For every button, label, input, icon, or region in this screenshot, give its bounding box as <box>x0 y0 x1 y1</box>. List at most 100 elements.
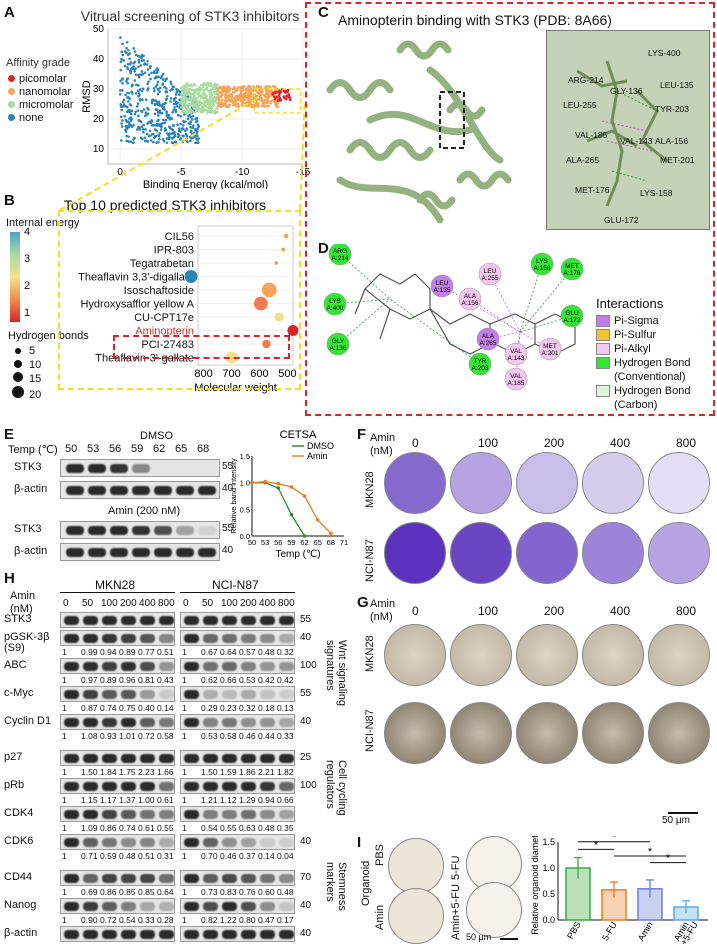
quant-value: 0.23 <box>220 703 237 713</box>
blot-band <box>64 782 79 791</box>
quant-value: 0.61 <box>138 823 155 833</box>
residue-label: MET-176 <box>575 185 610 195</box>
scatter-point <box>176 135 180 139</box>
scatter-point <box>185 108 189 112</box>
scatter-point <box>214 90 218 94</box>
scatter-point <box>183 99 186 103</box>
quant-value: 0.59 <box>100 851 117 861</box>
scatter-point <box>228 103 232 107</box>
panel-a-label: A <box>4 4 15 21</box>
scatter-point <box>146 82 149 86</box>
scatter-point <box>134 53 138 57</box>
dose-label: 0 <box>412 436 419 450</box>
scatter-point <box>150 98 154 102</box>
mw-label: 55 <box>300 688 312 699</box>
panel-g-amin-label: Amin (nM) <box>370 598 396 623</box>
scatter-point <box>157 133 160 137</box>
blot-band <box>102 930 117 939</box>
blot-band <box>64 662 79 671</box>
scatter-point <box>139 64 143 67</box>
blot-band <box>241 690 256 699</box>
blot-band <box>241 754 256 763</box>
scatter-point <box>252 85 255 88</box>
protein-label: c-Myc <box>4 687 34 699</box>
scatter-point <box>244 88 247 91</box>
blot-band <box>184 690 199 699</box>
scatter-point <box>120 139 123 142</box>
protein-label: CD44 <box>4 871 33 883</box>
scatter-point <box>132 65 135 68</box>
quant-value: 1 <box>182 851 187 861</box>
scatter-point <box>156 108 159 112</box>
blot-band <box>102 838 117 847</box>
dose-label: 200 <box>120 598 137 609</box>
quant-value: 0.94 <box>100 647 117 657</box>
blot-row <box>60 612 175 628</box>
panel-a-title: Vitrual screening of STK3 inhibitors <box>80 8 300 24</box>
quant-value: 1.15 <box>81 795 98 805</box>
scatter-point <box>152 132 155 136</box>
scatter-point <box>171 141 175 145</box>
scatter-point <box>273 91 277 95</box>
blot-band <box>121 754 136 763</box>
panel-b-title: Top 10 predicted STK3 inhibitors <box>63 197 267 213</box>
scatter-point <box>146 59 149 63</box>
scatter-point <box>127 135 130 138</box>
scatter-point <box>288 98 292 102</box>
blot-band <box>260 782 275 791</box>
scatter-point <box>210 106 213 110</box>
scatter-point <box>121 100 125 104</box>
scatter-point <box>129 112 133 116</box>
scatter-point <box>288 96 292 99</box>
scatter-point <box>137 65 140 69</box>
scatter-point <box>189 130 193 134</box>
blot-band <box>83 754 98 763</box>
x-tick-label: 800 <box>194 368 212 380</box>
scatter-point <box>208 103 211 107</box>
blot-band <box>64 838 79 847</box>
blot-band <box>64 634 79 643</box>
scatter-point <box>156 114 160 117</box>
y-tick-label: 1.0 <box>240 479 250 488</box>
scatter-point <box>264 104 268 108</box>
scatter-point <box>208 97 212 100</box>
scatter-point <box>194 109 198 113</box>
scatter-point <box>220 98 224 102</box>
scatter-point <box>184 120 187 124</box>
blot-band <box>102 662 117 671</box>
blot-band <box>222 690 237 699</box>
blot-band <box>64 930 79 939</box>
scatter-point <box>121 89 124 92</box>
scatter-point <box>223 88 227 92</box>
scatter-point <box>146 68 150 71</box>
temp-tick: 59 <box>131 443 144 455</box>
blot-row <box>60 870 175 886</box>
scatter-point <box>227 100 231 103</box>
residue-node-label: A:265 <box>480 340 497 347</box>
scatter-point <box>172 108 176 112</box>
blot-band <box>279 662 294 671</box>
scatter-point <box>228 89 231 92</box>
scatter-point <box>162 118 165 122</box>
quant-value: 0.28 <box>157 915 174 925</box>
quant-value: 0.89 <box>100 675 117 685</box>
blot-band <box>184 930 199 939</box>
scatter-point <box>129 123 132 127</box>
blot-band <box>241 718 256 727</box>
scatter-point <box>132 123 135 127</box>
scatter-point <box>285 94 288 98</box>
scatter-point <box>237 94 241 97</box>
scatter-point <box>126 81 129 85</box>
scatter-point <box>149 77 152 81</box>
blot-band <box>203 634 218 643</box>
temp-tick: 65 <box>175 443 188 455</box>
scatter-point <box>164 128 168 132</box>
data-point <box>329 531 333 536</box>
scatter-point <box>187 110 191 114</box>
residue-node-label: A:135 <box>434 287 451 294</box>
panel-b-size-title: Hydrogen bonds <box>8 330 89 342</box>
scatter-point <box>178 90 182 94</box>
quant-value: 0.60 <box>258 887 275 897</box>
quant-value: 0.51 <box>157 647 174 657</box>
